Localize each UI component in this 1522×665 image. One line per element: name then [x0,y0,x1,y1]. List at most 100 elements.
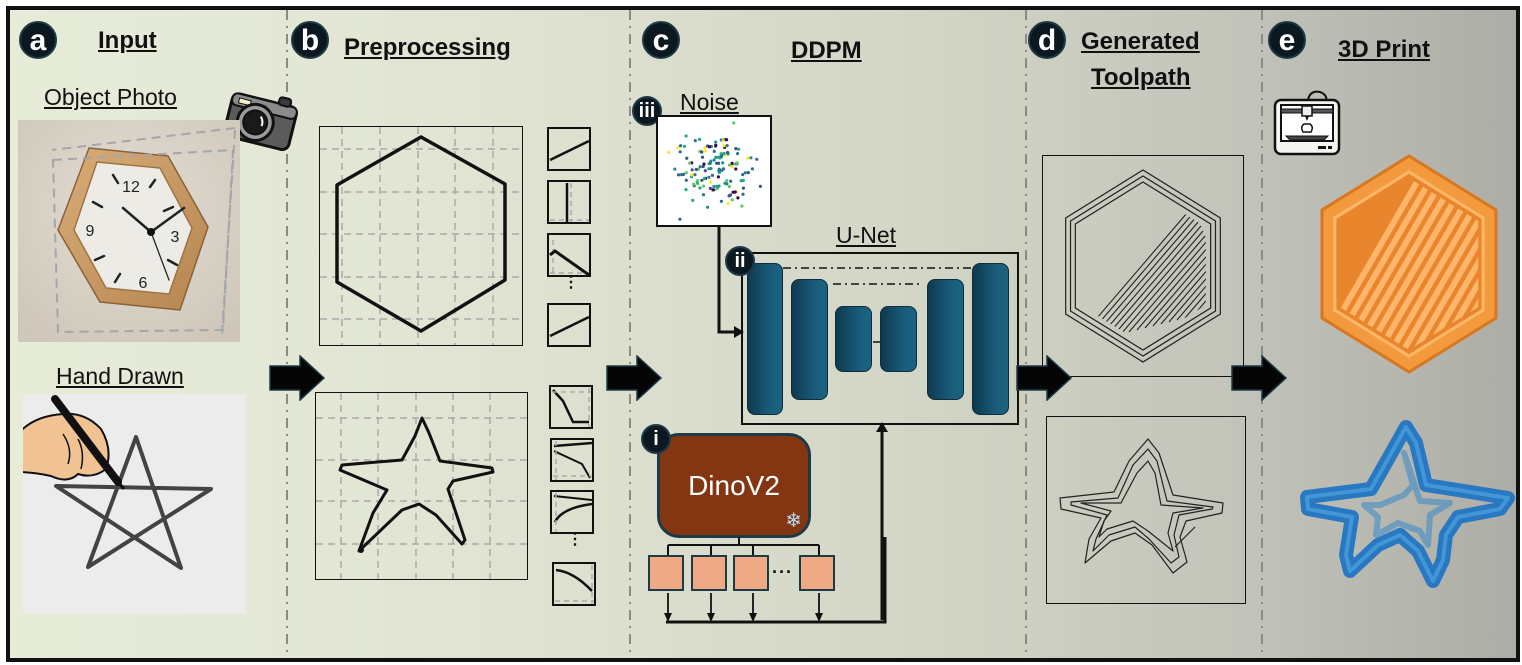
noise-point [684,188,688,192]
unet-decoder-block-1 [972,263,1009,415]
toolpath-infill-line [1144,250,1206,329]
noise-point [701,193,706,197]
hexagon-grid-canvas [319,126,523,346]
dinov2-label: DinoV2 [688,470,780,501]
feature-token [648,555,684,591]
noise-point [743,171,747,175]
noise-point [700,178,704,182]
noise-point [741,186,745,190]
panel-badge-e: e [1268,21,1306,59]
unet-badge: ii [725,246,755,276]
noise-point [723,181,727,185]
noise-point [707,145,711,149]
noise-point [740,204,744,208]
hexagon-patch [547,127,591,171]
panel-title-generated: Generated [1081,28,1200,55]
noise-point [691,198,695,202]
noise-point [709,159,713,163]
unet-bottleneck-block-1 [835,306,872,372]
noise-point [708,186,712,190]
print-infill-strand [1419,178,1479,350]
noise-point [717,167,721,171]
noise-point [678,217,682,221]
dinov2-encoder: DinoV2 ❄ [657,433,811,538]
figure-frame: a Input Object Photo [6,6,1520,662]
feature-token [691,555,727,591]
patch-ellipsis: ⋮ [563,274,579,291]
noise-point [725,179,729,183]
noise-point [676,145,680,150]
noise-point [734,147,738,151]
star-grid-canvas [315,392,528,580]
toolpath-infill-line [1136,245,1206,331]
token-ellipsis: ··· [772,562,793,582]
noise-point [711,188,715,192]
noise-point [685,156,689,160]
noise-point [703,169,707,173]
patch-ellipsis: ⋮ [567,531,583,548]
noise-point [692,182,696,186]
noise-point [729,179,733,183]
noise-point [726,201,730,206]
noise-point [707,167,711,171]
noise-point [730,161,734,165]
object-photo-label: Object Photo [44,84,177,110]
noise-point [693,139,697,143]
star-toolpath [1046,416,1246,604]
dinov2-badge: i [641,424,671,454]
star-patch [550,438,594,482]
noise-point [678,150,682,154]
unet-box [741,252,1019,425]
panel-title-3d-print: 3D Print [1338,36,1431,63]
clock-number-6: 6 [139,275,148,292]
snowflake-frozen-icon: ❄ [785,510,802,532]
toolpath-infill-line [1104,225,1202,339]
toolpath-infill-line [1152,255,1206,327]
camera-icon [222,80,302,160]
toolpath-infill-line [1176,270,1206,321]
noise-point [731,190,735,194]
noise-point [736,152,740,156]
3d-printer-icon [1272,88,1342,158]
clock-number-12: 12 [122,179,140,196]
panel-badge-c: c [642,21,680,59]
noise-point [746,156,750,160]
toolpath-infill-line [1192,280,1206,317]
panel-badge-a: a [19,21,57,59]
object-photo: 12 3 6 9 [18,120,240,342]
hand-with-pen-icon [17,395,126,490]
arrow-input-to-preprocessing [269,355,326,401]
noise-point [730,165,734,169]
noise-to-unet-arrow [717,225,744,338]
camera-view-lines [51,127,236,336]
noise-point [715,161,719,165]
arrow-ddpm-to-toolpath [1016,355,1073,401]
noise-point [712,184,716,189]
noise-point [701,164,705,169]
noise-point [749,156,753,160]
noise-point [698,186,702,190]
noise-point [739,179,743,183]
noise-point [721,167,726,171]
noise-point [712,149,716,153]
noise-point [684,171,688,175]
hand-drawn-sketch [17,394,246,614]
noise-point [700,155,705,159]
star-patch [552,562,596,606]
feature-token [799,555,835,591]
noise-point [682,144,687,148]
star-patch [550,490,594,534]
noise-point [727,184,731,189]
unet-label: U-Net [836,222,897,248]
panel-title-ddpm: DDPM [791,37,862,64]
noise-point [690,173,694,177]
noise-point [736,196,740,200]
noise-point [721,161,725,165]
toolpath-infill-line [1088,215,1198,343]
hand-drawn-label: Hand Drawn [56,363,184,389]
toolpath-infill-line [1080,210,1196,344]
toolpath-perimeter [1074,181,1212,351]
hexagon-patch [547,180,591,224]
noise-point [716,175,720,179]
noise-point [667,150,671,154]
